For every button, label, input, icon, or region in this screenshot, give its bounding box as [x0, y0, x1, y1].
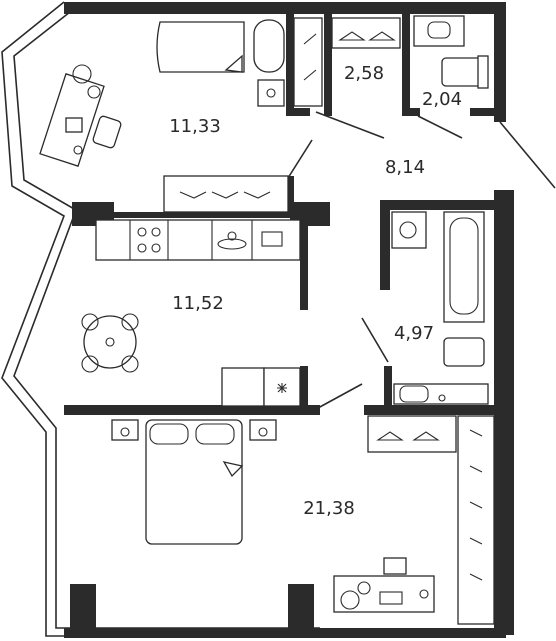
area-label: 11,52: [172, 293, 224, 314]
exterior-facade: [1, 1, 320, 637]
wardrobe-fixtures: [293, 17, 401, 107]
area-label: 4,97: [394, 323, 434, 344]
area-labels: 11,33 2,58 2,04 8,14 11,52 4,97 21,38: [169, 63, 462, 519]
dining-table: [81, 313, 139, 373]
area-label: 8,14: [385, 157, 425, 178]
wardrobe-large: [367, 415, 495, 625]
area-label: 11,33: [169, 116, 221, 137]
bathroom-fixtures: [391, 211, 489, 405]
area-label: 2,04: [422, 89, 462, 110]
bed-large: [111, 419, 277, 545]
fridge: [221, 367, 301, 407]
walls: [64, 2, 514, 638]
kitchen-counter-top: [163, 175, 289, 213]
bed-small: [156, 19, 285, 107]
area-label: 21,38: [303, 498, 355, 519]
desk-small: [39, 64, 122, 167]
doors: [287, 111, 556, 409]
desk-large: [333, 557, 435, 613]
area-label: 2,58: [344, 63, 384, 84]
toilet-fixtures: [413, 15, 489, 89]
kitchen-counter: [95, 219, 301, 261]
